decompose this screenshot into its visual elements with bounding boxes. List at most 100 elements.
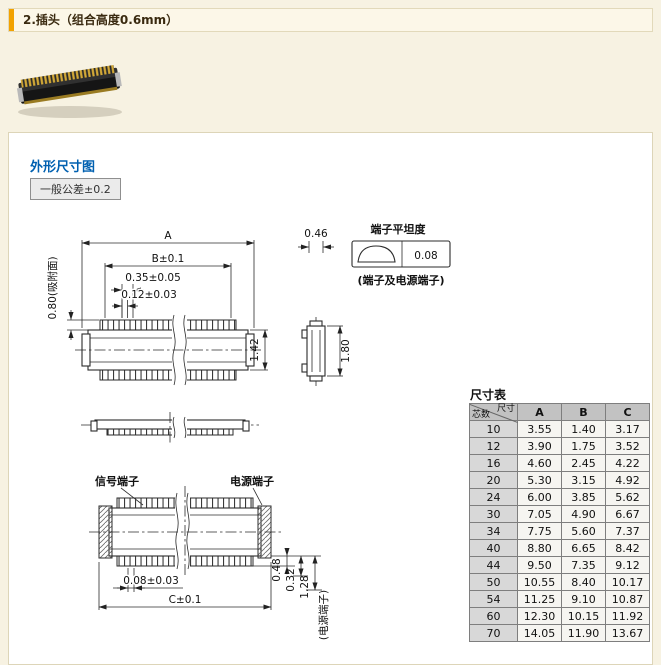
table-header-row: 尺寸 芯数 A B C (469, 403, 650, 423)
a-cell: 3.55 (517, 420, 562, 438)
b-cell: 10.15 (561, 607, 606, 625)
flatness-callout: 端子平坦度 0.08 (端子及电源端子) (351, 222, 451, 287)
b-cell: 8.40 (561, 573, 606, 591)
side-view: 0.46 1.80 (298, 228, 352, 386)
column-header-a: A (517, 403, 562, 421)
a-cell: 10.55 (517, 573, 562, 591)
dim-label-128: 1.28 (299, 575, 311, 598)
cores-cell: 50 (469, 573, 518, 591)
c-cell: 6.67 (605, 505, 650, 523)
a-cell: 7.05 (517, 505, 562, 523)
c-cell: 8.42 (605, 539, 650, 557)
a-cell: 9.50 (517, 556, 562, 574)
a-cell: 7.75 (517, 522, 562, 540)
corner-label-size: 尺寸 (496, 404, 515, 414)
flatness-label: 端子平坦度 (371, 222, 427, 236)
cores-cell: 54 (469, 590, 518, 608)
c-cell: 4.22 (605, 454, 650, 472)
top-view-dimensions: A B±0.1 0.35±0.05 0.12±0.03 0.80(吸附面) (46, 230, 268, 371)
a-cell: 3.90 (517, 437, 562, 455)
terminal-profile-shape (357, 245, 396, 263)
column-header-b: B (561, 403, 606, 421)
a-cell: 5.30 (517, 471, 562, 489)
c-cell: 7.37 (605, 522, 650, 540)
b-cell: 7.35 (561, 556, 606, 574)
corner-label-cores: 芯数 (472, 410, 491, 420)
cores-cell: 40 (469, 539, 518, 557)
product-photo (10, 58, 132, 124)
cores-cell: 12 (469, 437, 518, 455)
dim-label-032: 0.32 (285, 568, 297, 591)
cores-cell: 30 (469, 505, 518, 523)
drawing-section-title: 外形尺寸图 (30, 160, 96, 175)
bottom-view-dimensions: 0.08±0.03 C±0.1 0.48 0.32 1.28 (电源端子) (98, 547, 330, 640)
dimension-drawing: A B±0.1 0.35±0.05 0.12±0.03 0.80(吸附面) (46, 222, 451, 640)
c-cell: 3.52 (605, 437, 650, 455)
cores-cell: 10 (469, 420, 518, 438)
cores-cell: 16 (469, 454, 518, 472)
b-cell: 6.65 (561, 539, 606, 557)
c-cell: 5.62 (605, 488, 650, 506)
dim-label-b: B±0.1 (152, 253, 185, 265)
strip-view (81, 412, 259, 444)
cores-cell: 44 (469, 556, 518, 574)
dim-label-pitch: 0.35±0.05 (125, 272, 181, 284)
power-terminal-label: 电源端子 (230, 474, 274, 488)
c-cell: 10.87 (605, 590, 650, 608)
c-cell: 4.92 (605, 471, 650, 489)
cores-cell: 20 (469, 471, 518, 489)
cores-cell: 60 (469, 607, 518, 625)
header-accent-bar (9, 9, 14, 31)
power-terminal-note: (电源端子) (317, 590, 330, 640)
dim-label-048: 0.48 (271, 558, 283, 581)
cores-cell: 70 (469, 624, 518, 642)
b-cell: 1.75 (561, 437, 606, 455)
a-cell: 6.00 (517, 488, 562, 506)
b-cell: 2.45 (561, 454, 606, 472)
b-cell: 3.85 (561, 488, 606, 506)
c-cell: 13.67 (605, 624, 650, 642)
cores-cell: 34 (469, 522, 518, 540)
a-cell: 12.30 (517, 607, 562, 625)
c-cell: 3.17 (605, 420, 650, 438)
c-cell: 9.12 (605, 556, 650, 574)
column-header-c: C (605, 403, 650, 421)
signal-terminal-label: 信号端子 (95, 474, 139, 488)
a-cell: 14.05 (517, 624, 562, 642)
cores-cell: 24 (469, 488, 518, 506)
dim-label-pin-width: 0.08±0.03 (123, 575, 179, 587)
top-view (75, 314, 261, 386)
b-cell: 9.10 (561, 590, 606, 608)
dim-label-a: A (164, 230, 172, 242)
a-cell: 8.80 (517, 539, 562, 557)
dim-label-terminal-width: 0.46 (304, 228, 328, 240)
bottom-view: 信号端子 电源端子 (89, 474, 281, 575)
dim-label-suction-face: 0.80(吸附面) (46, 256, 59, 319)
b-cell: 3.15 (561, 471, 606, 489)
flatness-note: (端子及电源端子) (357, 273, 444, 287)
table-corner-cell: 尺寸 芯数 (469, 403, 518, 423)
b-cell: 1.40 (561, 420, 606, 438)
tolerance-note: 一般公差±0.2 (30, 178, 121, 200)
b-cell: 5.60 (561, 522, 606, 540)
b-cell: 4.90 (561, 505, 606, 523)
c-cell: 11.92 (605, 607, 650, 625)
a-cell: 4.60 (517, 454, 562, 472)
c-cell: 10.17 (605, 573, 650, 591)
dim-label-c: C±0.1 (169, 594, 202, 606)
flatness-value: 0.08 (414, 250, 437, 262)
table-title: 尺寸表 (470, 388, 507, 402)
